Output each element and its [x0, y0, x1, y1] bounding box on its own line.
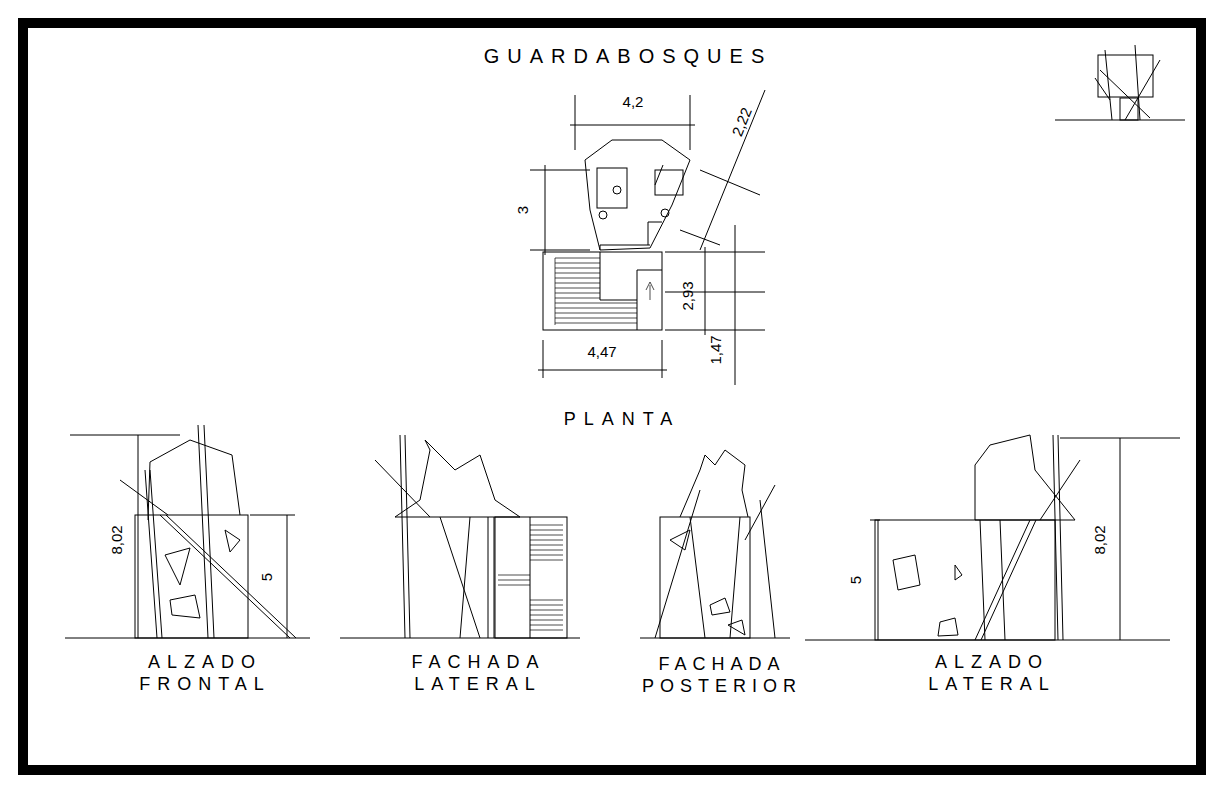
dimension: 4,2	[623, 93, 644, 111]
dimension: 1,47	[707, 335, 725, 364]
sheet-frame	[23, 23, 1201, 770]
view-title: ALZADO FRONTAL	[139, 652, 271, 695]
dimension: 2,93	[679, 281, 697, 310]
side-facade	[340, 435, 580, 638]
dimension: 8,02	[1091, 525, 1109, 554]
floor-plan	[530, 90, 765, 385]
side-elevation	[805, 435, 1180, 640]
sheet-title: GUARDABOSQUES	[484, 44, 772, 68]
front-elevation	[65, 425, 310, 638]
dimension: 5	[847, 576, 865, 584]
view-title: FACHADA POSTERIOR	[642, 654, 802, 697]
thumbnail	[1055, 45, 1185, 120]
dimension: 3	[514, 206, 532, 214]
dimension: 4,47	[587, 343, 616, 361]
view-title: PLANTA	[564, 409, 681, 431]
rear-facade	[640, 450, 790, 638]
view-title: FACHADA LATERAL	[411, 652, 544, 695]
dimension: 8,02	[108, 525, 126, 554]
view-title: ALZADO LATERAL	[928, 652, 1056, 695]
dimension: 5	[258, 573, 276, 581]
dimension: 2,22	[728, 105, 756, 139]
